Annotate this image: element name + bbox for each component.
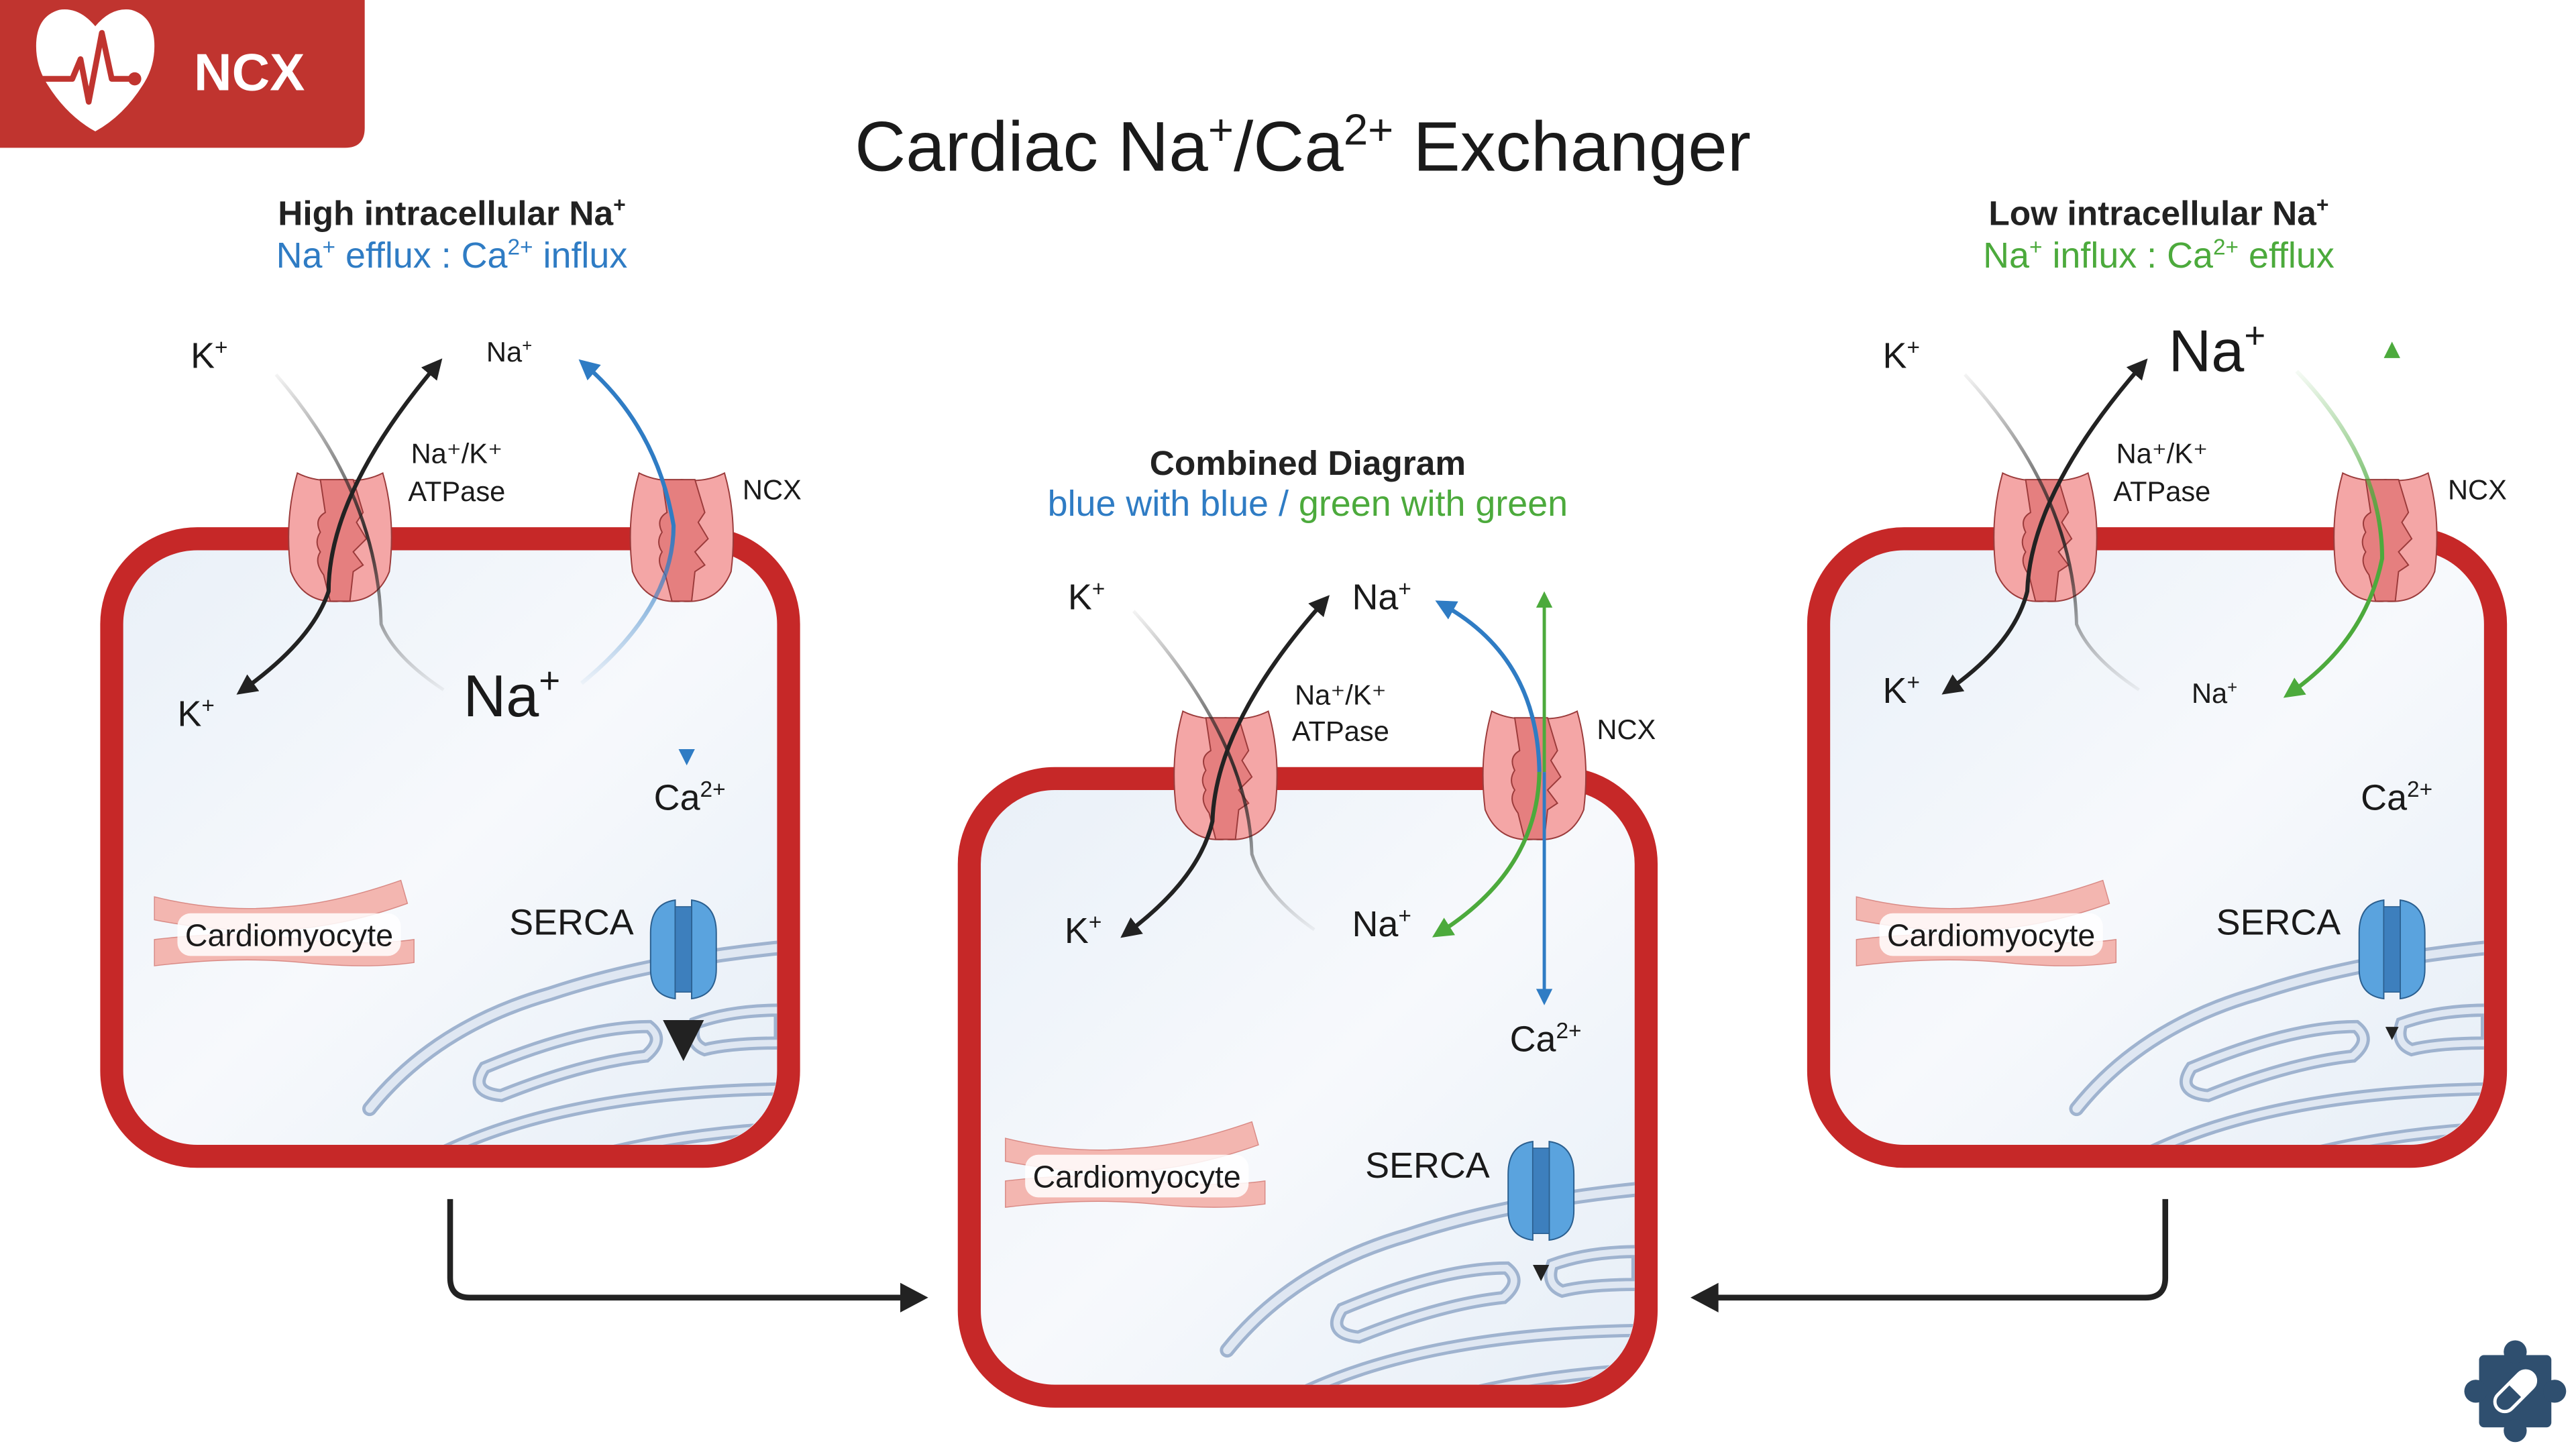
k-inside-label: K+ xyxy=(177,693,214,734)
na-k-atpase-icon xyxy=(1173,710,1278,840)
panel-heading: Combined Diagram xyxy=(1150,443,1466,482)
ca-label: Ca2+ xyxy=(1510,1019,1582,1060)
na-inside-label: Na+ xyxy=(464,661,561,729)
heart-pulse-icon xyxy=(36,9,155,131)
ca-label: Ca2+ xyxy=(2361,777,2432,818)
cell-membrane xyxy=(1807,527,2508,1168)
right-to-center-connector xyxy=(1715,1198,2169,1301)
cardiomyocyte-label: Cardiomyocyte xyxy=(185,918,393,953)
na-k-atpase-label: Na⁺/K⁺ xyxy=(2116,438,2208,469)
connector-arrowhead xyxy=(900,1282,928,1313)
serca-pump-icon xyxy=(1507,1141,1575,1241)
panel-subtitle: blue with blue / green with green xyxy=(1048,484,1568,524)
k-outside-label: K+ xyxy=(1883,335,1920,376)
badge-label: NCX xyxy=(194,43,305,102)
ncx-na-influx-arrow xyxy=(1432,772,1542,938)
ncx-label: NCX xyxy=(743,474,802,506)
k-outside-label: K+ xyxy=(1068,577,1105,618)
na-k-pump-arrow xyxy=(1941,358,2148,695)
ncx-na-efflux-arrow xyxy=(578,359,676,685)
na-outside-label: Na+ xyxy=(2169,315,2266,384)
cardiomyocyte-label-bg xyxy=(1879,913,2103,956)
cardiomyocyte-label-bg xyxy=(1025,1154,1249,1198)
ncx-exchanger-icon xyxy=(629,472,735,602)
puzzle-pill-icon xyxy=(2464,1340,2567,1443)
panel-subtitle: Na+ efflux : Ca2+ influx xyxy=(276,235,628,276)
cardiomyocyte-label: Cardiomyocyte xyxy=(1033,1160,1241,1194)
serca-label: SERCA xyxy=(1365,1146,1490,1186)
ncx-na-efflux-arrow xyxy=(1435,600,1542,773)
ncx-exchanger-icon xyxy=(2333,472,2438,602)
na-k-atpase-label: Na⁺/K⁺ xyxy=(411,438,502,469)
na-k-atpase-label: Na⁺/K⁺ xyxy=(1295,679,1386,711)
cardiomyocyte-label-bg xyxy=(177,913,401,956)
k-outside-label: K+ xyxy=(191,335,227,376)
na-outside-label: Na+ xyxy=(486,336,532,368)
panel-high-intracellular-na: High intracellular Na+ Na+ efflux : Ca2+… xyxy=(100,192,802,1168)
ncx-label: NCX xyxy=(2448,474,2507,506)
panel-combined-diagram: Combined Diagram blue with blue / green … xyxy=(957,443,1658,1408)
k-inside-label: K+ xyxy=(1883,671,1920,712)
brand-badge: NCX xyxy=(0,0,365,148)
na-inside-label: Na+ xyxy=(1352,903,1411,944)
na-inside-label: Na+ xyxy=(2192,677,2237,709)
panel-low-intracellular-na: Low intracellular Na+ Na+ influx : Ca2+ … xyxy=(1807,192,2508,1168)
ca-label: Ca2+ xyxy=(654,777,726,818)
na-k-atpase-label-2: ATPase xyxy=(2113,476,2210,507)
serca-pump-icon xyxy=(2358,899,2426,1000)
na-k-pump-arrow xyxy=(1120,595,1330,938)
serca-pump-icon xyxy=(649,899,717,1000)
na-k-atpase-label-2: ATPase xyxy=(408,476,505,507)
ncx-label: NCX xyxy=(1597,714,1656,745)
connector-arrowhead xyxy=(1690,1282,1719,1313)
left-to-center-connector xyxy=(447,1198,907,1301)
serca-label: SERCA xyxy=(509,903,634,943)
ncx-na-influx-arrow xyxy=(2283,370,2385,698)
cardiomyocyte-label: Cardiomyocyte xyxy=(1887,918,2095,953)
panel-heading: Low intracellular Na+ xyxy=(1988,192,2328,233)
serca-label: SERCA xyxy=(2216,903,2341,943)
page-title: Cardiac Na+/Ca2+ Exchanger xyxy=(855,105,1751,186)
panel-heading: High intracellular Na+ xyxy=(278,192,626,233)
na-k-atpase-label-2: ATPase xyxy=(1292,716,1389,747)
k-inside-label: K+ xyxy=(1065,910,1102,951)
na-k-pump-arrow xyxy=(236,358,443,695)
panel-subtitle: Na+ influx : Ca2+ efflux xyxy=(1983,235,2334,276)
na-outside-label: Na+ xyxy=(1352,577,1411,618)
